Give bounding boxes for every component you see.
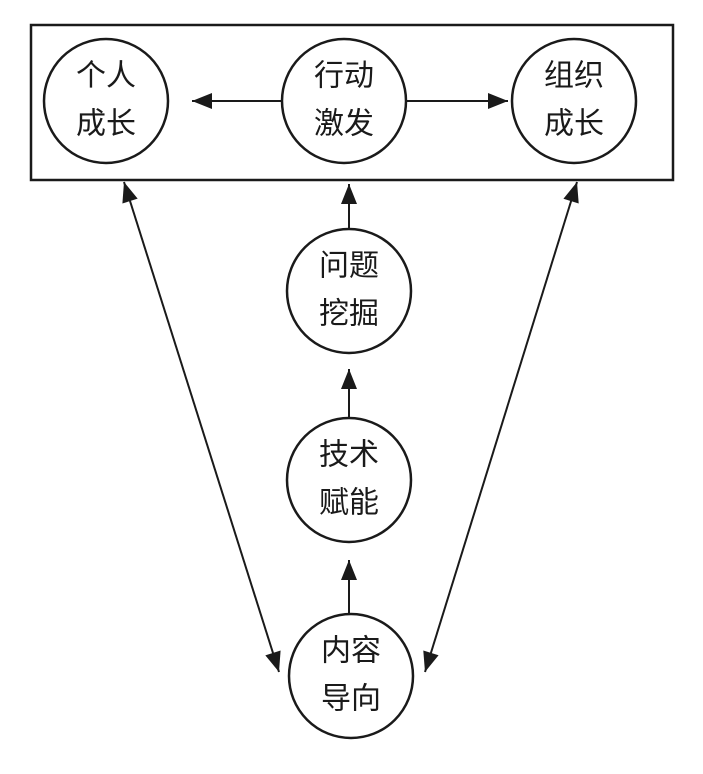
edge-personal-growth-to-content-oriented <box>123 181 280 673</box>
edge-org-growth-to-content-oriented <box>424 181 578 673</box>
node-label-line2-content-oriented: 导向 <box>321 682 381 717</box>
arrowhead-content-oriented-to-org-growth <box>563 182 579 204</box>
node-label-line1-action-inspiration: 行动 <box>314 59 374 94</box>
node-label-line2-tech-empower: 赋能 <box>319 486 379 521</box>
node-circle-personal-growth <box>42 37 170 165</box>
arrowhead-action-inspiration-to-personal-growth <box>192 93 212 109</box>
node-label-line1-personal-growth: 个人 <box>76 59 136 94</box>
arrowhead-content-oriented-to-personal-growth <box>122 182 138 204</box>
node-circle-problem-mining <box>285 227 413 355</box>
node-circle-action-inspiration <box>280 37 408 165</box>
edges-layer <box>122 93 579 673</box>
arrowhead-content-oriented-to-tech-empower <box>341 560 357 580</box>
arrowhead-problem-mining-to-action-inspiration <box>341 184 357 204</box>
arrowhead-action-inspiration-to-org-growth <box>488 93 508 109</box>
top-group-frame <box>29 23 675 182</box>
arrowhead-personal-growth-to-content-oriented <box>265 650 281 672</box>
node-label-line2-problem-mining: 挖掘 <box>319 297 379 332</box>
node-label-line1-org-growth: 组织 <box>544 59 604 94</box>
node-circle-content-oriented <box>287 612 415 740</box>
node-label-line1-content-oriented: 内容 <box>321 634 381 669</box>
node-label-line2-action-inspiration: 激发 <box>314 107 374 142</box>
arrowhead-tech-empower-to-problem-mining <box>341 369 357 389</box>
node-label-line1-problem-mining: 问题 <box>319 249 379 284</box>
node-circle-tech-empower <box>285 416 413 544</box>
node-circle-org-growth <box>510 37 638 165</box>
node-label-line2-personal-growth: 成长 <box>76 107 136 142</box>
node-label-line1-tech-empower: 技术 <box>319 438 379 473</box>
node-label-line2-org-growth: 成长 <box>544 107 604 142</box>
arrowhead-org-growth-to-content-oriented <box>423 650 439 672</box>
